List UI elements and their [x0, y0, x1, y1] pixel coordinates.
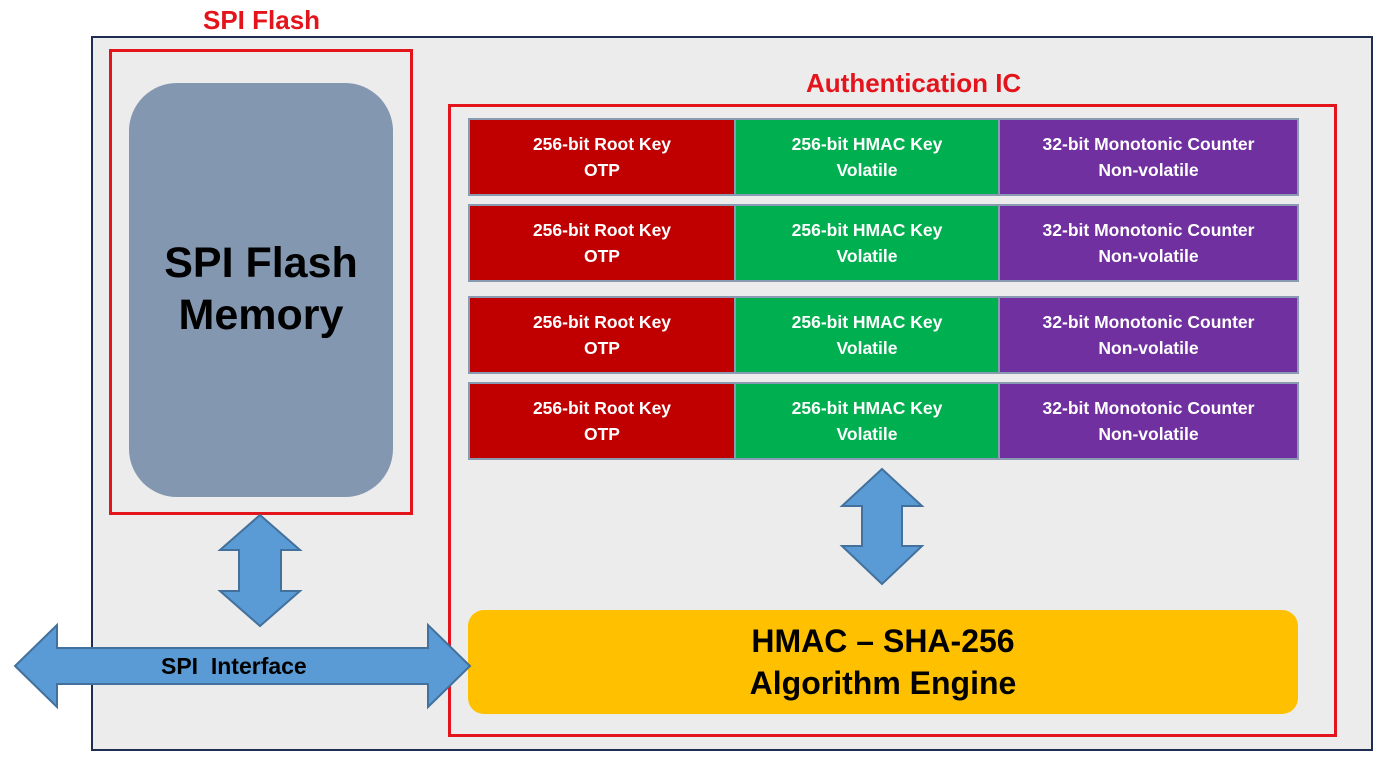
- monotonic-counter-cell: 32-bit Monotonic Counter Non-volatile: [1000, 120, 1297, 194]
- root-key-cell: 256-bit Root Key OTP: [470, 298, 734, 372]
- root-key-type: OTP: [584, 160, 620, 180]
- flash-interface-vertical-arrow: [217, 513, 303, 628]
- counter-type: Non-volatile: [1098, 160, 1199, 180]
- spi-flash-title: SPI Flash: [203, 5, 321, 35]
- registers-engine-vertical-arrow: [839, 467, 925, 586]
- counter-type: Non-volatile: [1098, 424, 1199, 444]
- hmac-key-label: 256-bit HMAC Key: [791, 398, 943, 418]
- key-slot-row: 256-bit Root Key OTP 256-bit HMAC Key Vo…: [468, 382, 1299, 460]
- monotonic-counter-cell: 32-bit Monotonic Counter Non-volatile: [1000, 384, 1297, 458]
- hmac-key-cell: 256-bit HMAC Key Volatile: [736, 206, 998, 280]
- root-key-type: OTP: [584, 246, 620, 266]
- root-key-label: 256-bit Root Key: [532, 134, 672, 154]
- counter-label: 32-bit Monotonic Counter: [1042, 220, 1255, 240]
- hmac-key-label: 256-bit HMAC Key: [791, 220, 943, 240]
- counter-type: Non-volatile: [1098, 246, 1199, 266]
- spi-interface-bidirectional-arrow: [13, 622, 472, 710]
- hmac-key-cell: 256-bit HMAC Key Volatile: [736, 298, 998, 372]
- hmac-key-cell: 256-bit HMAC Key Volatile: [736, 384, 998, 458]
- hmac-key-type: Volatile: [836, 424, 898, 444]
- hmac-key-label: 256-bit HMAC Key: [791, 312, 943, 332]
- spi-interface-label: SPI Interface: [161, 653, 307, 679]
- monotonic-counter-cell: 32-bit Monotonic Counter Non-volatile: [1000, 206, 1297, 280]
- authentication-ic-title: Authentication IC: [806, 68, 1022, 98]
- counter-type: Non-volatile: [1098, 338, 1199, 358]
- hmac-key-type: Volatile: [836, 160, 898, 180]
- memory-label-line1: SPI Flash: [164, 239, 358, 288]
- key-slot-row: 256-bit Root Key OTP 256-bit HMAC Key Vo…: [468, 204, 1299, 282]
- root-key-cell: 256-bit Root Key OTP: [470, 384, 734, 458]
- root-key-type: OTP: [584, 338, 620, 358]
- counter-label: 32-bit Monotonic Counter: [1042, 312, 1255, 332]
- hmac-sha256-engine-block: HMAC – SHA-256 Algorithm Engine: [468, 610, 1298, 714]
- root-key-label: 256-bit Root Key: [532, 220, 672, 240]
- root-key-label: 256-bit Root Key: [532, 312, 672, 332]
- monotonic-counter-cell: 32-bit Monotonic Counter Non-volatile: [1000, 298, 1297, 372]
- hmac-key-type: Volatile: [836, 338, 898, 358]
- key-slot-row: 256-bit Root Key OTP 256-bit HMAC Key Vo…: [468, 296, 1299, 374]
- hmac-key-label: 256-bit HMAC Key: [791, 134, 943, 154]
- hmac-key-type: Volatile: [836, 246, 898, 266]
- key-slot-row: 256-bit Root Key OTP 256-bit HMAC Key Vo…: [468, 118, 1299, 196]
- hmac-key-cell: 256-bit HMAC Key Volatile: [736, 120, 998, 194]
- root-key-cell: 256-bit Root Key OTP: [470, 206, 734, 280]
- authentication-ic-boundary: [448, 104, 1337, 737]
- memory-label-line2: Memory: [178, 291, 344, 339]
- engine-label-line1: HMAC – SHA-256: [751, 623, 1015, 659]
- root-key-cell: 256-bit Root Key OTP: [470, 120, 734, 194]
- counter-label: 32-bit Monotonic Counter: [1042, 134, 1255, 154]
- counter-label: 32-bit Monotonic Counter: [1042, 398, 1255, 418]
- spi-flash-boundary: [109, 49, 413, 515]
- engine-label-line2: Algorithm Engine: [749, 665, 1017, 701]
- root-key-label: 256-bit Root Key: [532, 398, 672, 418]
- spi-flash-memory-block: SPI Flash Memory: [129, 83, 393, 497]
- root-key-type: OTP: [584, 424, 620, 444]
